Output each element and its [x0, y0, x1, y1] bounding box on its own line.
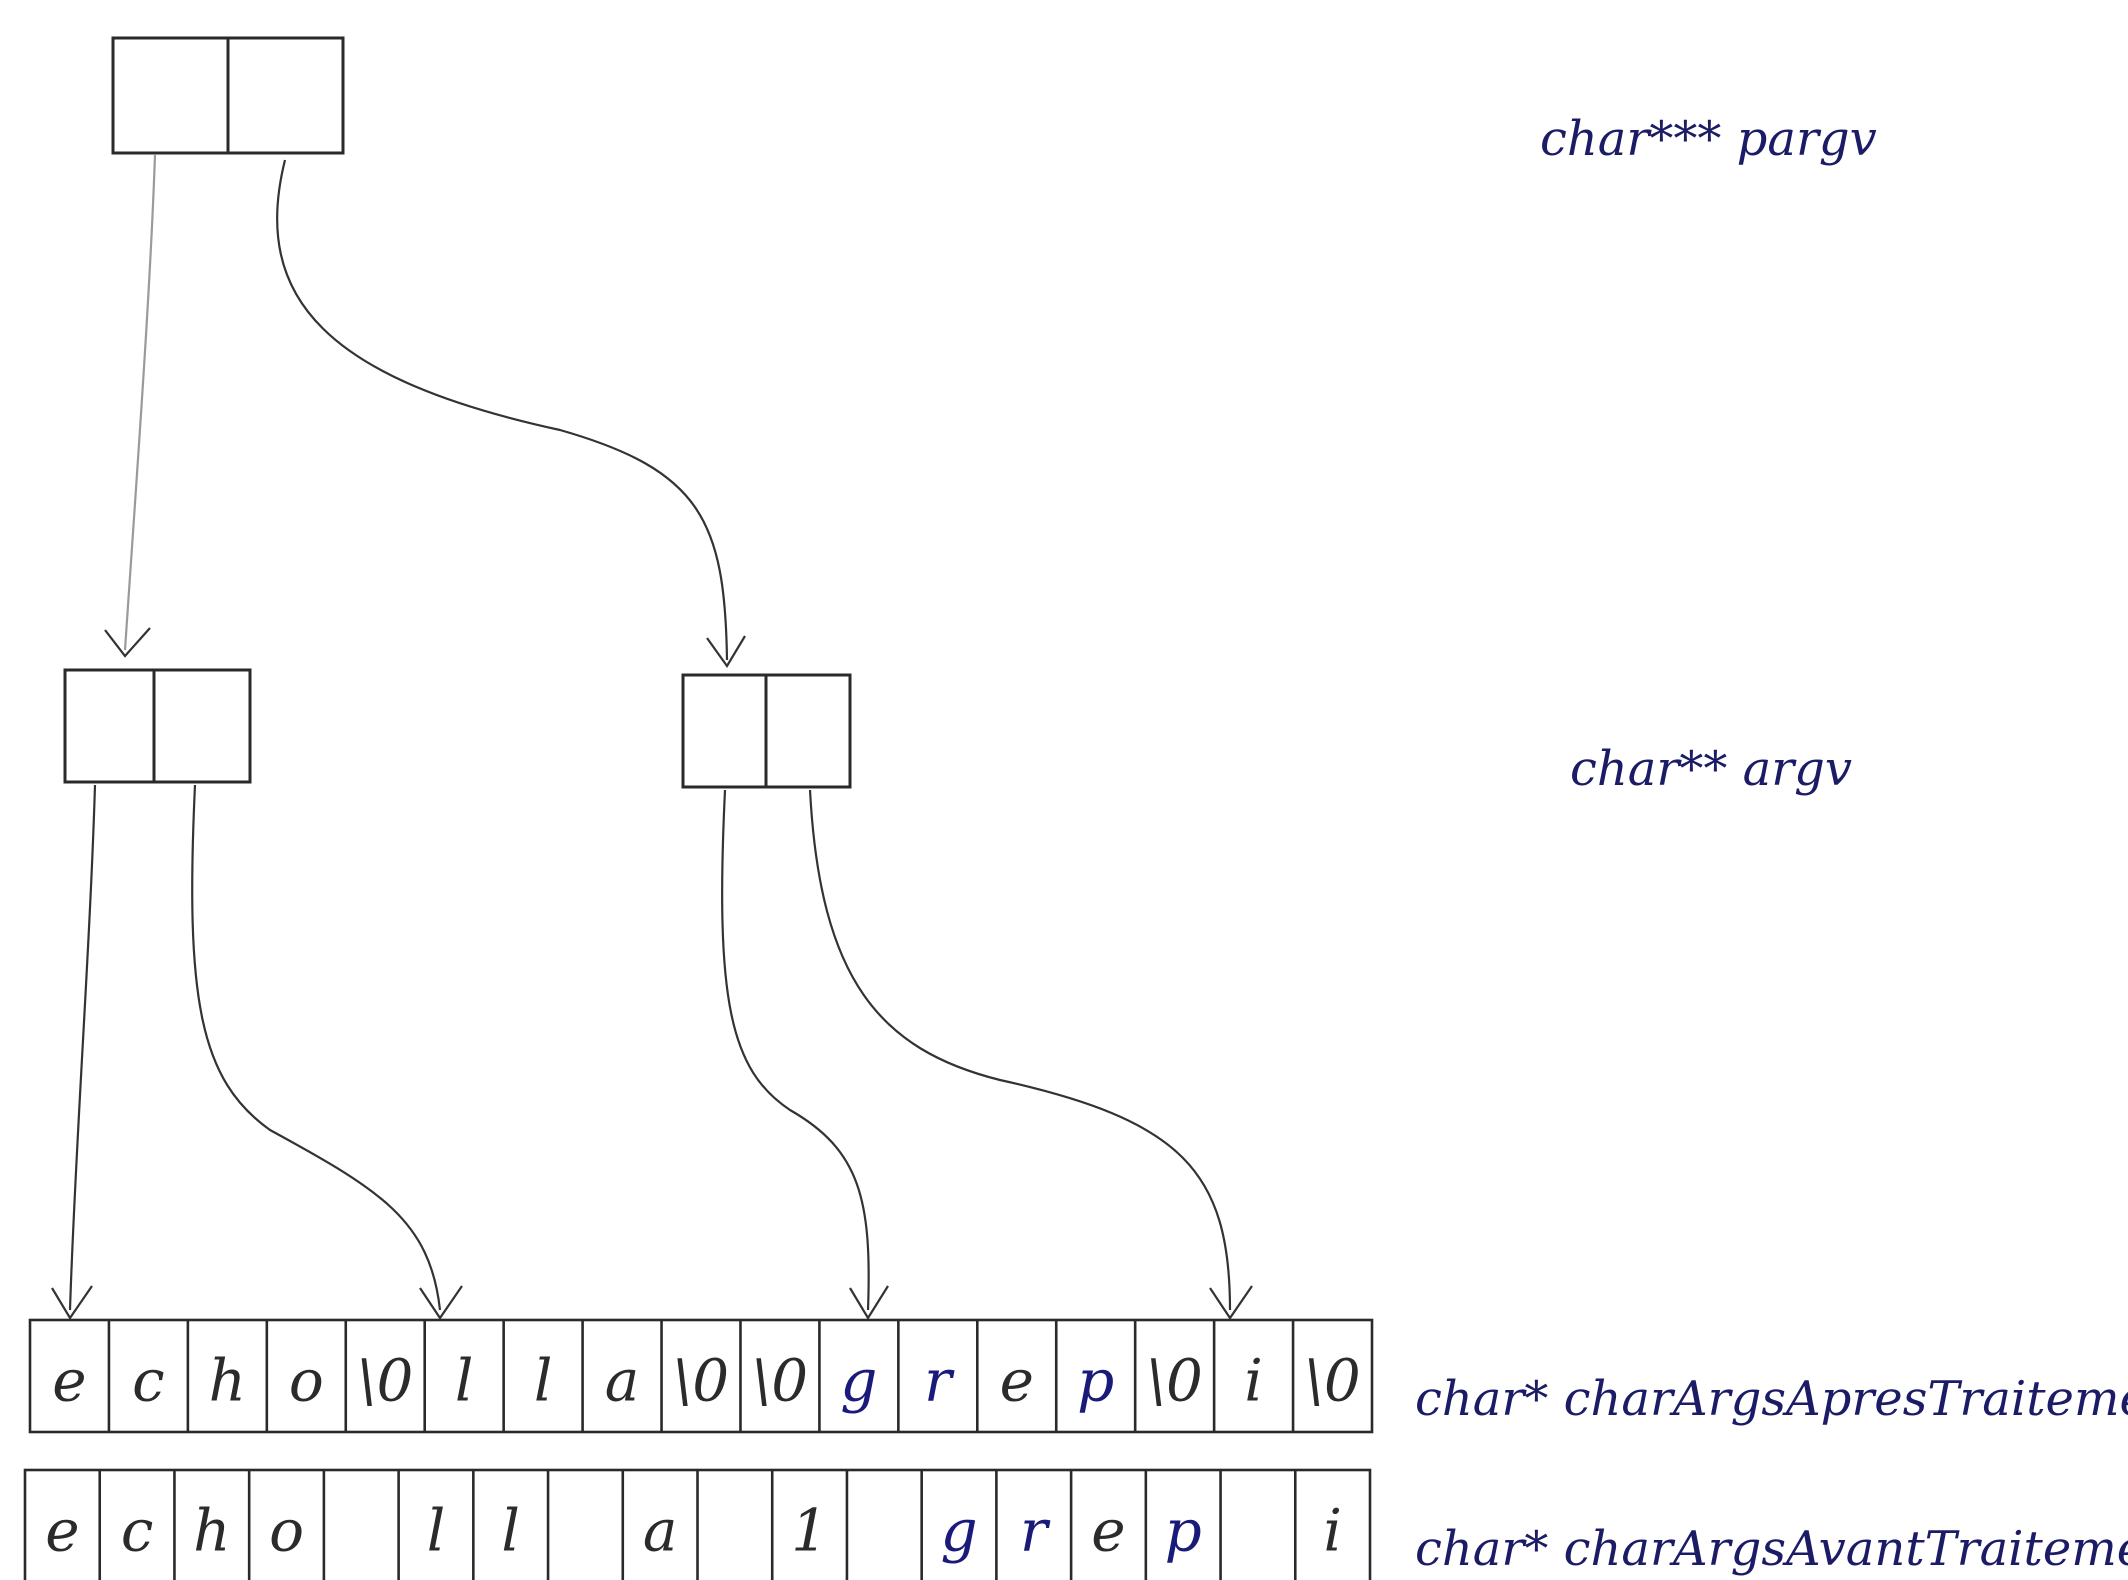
arrowhead-pargv1 — [706, 635, 746, 669]
argv-array-left — [63, 668, 252, 784]
before-cell-char: e — [1091, 1497, 1125, 1565]
arrowhead-i — [1209, 1285, 1253, 1320]
before-cell-char: 1 — [791, 1497, 828, 1565]
before-cell-char: p — [1165, 1497, 1202, 1565]
after-cell-char: \0 — [673, 1347, 729, 1415]
after-cell-char: c — [132, 1347, 164, 1415]
after-cell-char: r — [924, 1347, 955, 1415]
before-cell-char: o — [269, 1497, 304, 1565]
after-cell-char: \0 — [1304, 1347, 1360, 1415]
after-cell-char: o — [289, 1347, 324, 1415]
arrow-pargv1-to-argvright — [276, 159, 729, 661]
after-cell-char: h — [209, 1347, 246, 1415]
argv-array-right — [681, 673, 852, 789]
arrow-argvright0-to-grep — [721, 789, 870, 1311]
label-after: char* charArgsApresTraitement — [1415, 1371, 2128, 1427]
before-cell-char: a — [643, 1497, 678, 1565]
after-cell-char: a — [605, 1347, 640, 1415]
arrowhead-echo — [51, 1285, 93, 1321]
before-cell-char: l — [501, 1497, 520, 1565]
arrowhead-lla — [419, 1285, 463, 1320]
after-cell-char: \0 — [357, 1347, 413, 1415]
after-cell-char: g — [840, 1347, 877, 1415]
before-cell-char: i — [1323, 1497, 1342, 1565]
after-cell-char: p — [1077, 1347, 1114, 1415]
arrow-argvright1-to-i — [808, 789, 1232, 1311]
before-cell-char: l — [427, 1497, 446, 1565]
after-array-frame — [28, 1318, 1374, 1434]
after-cell-char: e — [1000, 1347, 1034, 1415]
arrow-pargv0-to-argvleft — [123, 154, 157, 651]
after-cell-char: e — [52, 1347, 86, 1415]
before-cell-char: r — [1020, 1497, 1051, 1565]
after-cell-char: l — [534, 1347, 553, 1415]
argv-left-box — [63, 668, 252, 784]
after-cell-char: i — [1244, 1347, 1263, 1415]
pargv-array — [111, 36, 345, 155]
before-cell-char: e — [45, 1497, 79, 1565]
arrow-argvleft0-to-echo — [68, 784, 97, 1311]
arrow-argvleft1-to-lla — [191, 784, 442, 1311]
label-argv: char** argv — [1570, 741, 1852, 797]
label-pargv: char*** pargv — [1540, 111, 1877, 167]
before-cell-char: g — [940, 1497, 977, 1565]
label-before: char* charArgsAvantTraitement — [1415, 1521, 2128, 1577]
after-cell-char: l — [455, 1347, 474, 1415]
after-cell-char: \0 — [1146, 1347, 1202, 1415]
arrowhead-pargv0 — [104, 627, 151, 658]
after-cell-char: \0 — [752, 1347, 808, 1415]
arrowhead-grep — [849, 1285, 889, 1321]
before-cell-char: h — [193, 1497, 230, 1565]
before-cell-char: c — [121, 1497, 153, 1565]
